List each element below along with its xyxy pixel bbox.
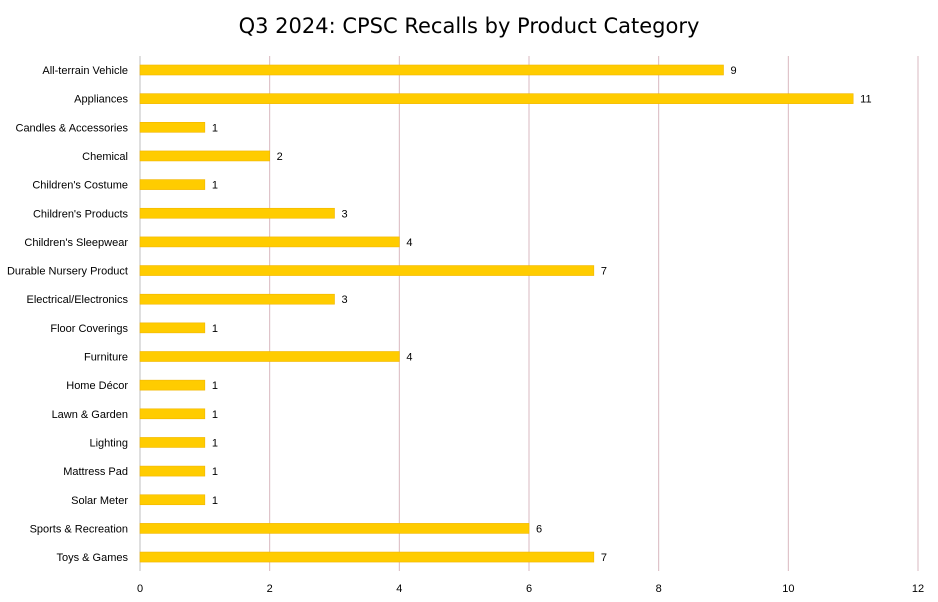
data-label: 1 xyxy=(212,380,218,392)
chart-title: Q3 2024: CPSC Recalls by Product Categor… xyxy=(239,14,700,38)
category-label: Floor Coverings xyxy=(50,323,128,335)
bar xyxy=(139,379,206,391)
x-tick-label: 12 xyxy=(912,583,924,595)
data-label: 1 xyxy=(212,495,218,507)
data-label: 4 xyxy=(406,237,412,249)
category-label: All-terrain Vehicle xyxy=(42,65,128,77)
data-label: 1 xyxy=(212,466,218,478)
x-tick-label: 2 xyxy=(267,583,273,595)
x-tick-label: 8 xyxy=(656,583,662,595)
data-label: 1 xyxy=(212,323,218,335)
bar xyxy=(139,351,400,362)
category-label: Lighting xyxy=(89,437,128,449)
data-label: 2 xyxy=(277,151,283,163)
bar xyxy=(139,293,335,305)
category-label: Children's Costume xyxy=(32,180,128,192)
value-axis: 0 2 4 6 8 10 12 xyxy=(137,583,924,595)
bar xyxy=(139,494,206,506)
category-label: Candles & Accessories xyxy=(16,122,129,134)
bar xyxy=(139,93,854,104)
category-label: Sports & Recreation xyxy=(30,523,128,535)
bar xyxy=(139,150,270,162)
data-label: 7 xyxy=(601,266,607,278)
bar xyxy=(139,64,724,76)
data-label: 1 xyxy=(212,437,218,449)
bar xyxy=(139,551,595,563)
bar xyxy=(139,322,206,334)
bars xyxy=(139,64,854,563)
category-label: Lawn & Garden xyxy=(52,409,128,421)
bar xyxy=(139,265,595,276)
bar xyxy=(139,465,206,477)
bar xyxy=(139,437,206,448)
x-tick-label: 4 xyxy=(396,583,402,595)
x-tick-label: 0 xyxy=(137,583,143,595)
category-label: Toys & Games xyxy=(56,552,128,564)
category-label: Children's Products xyxy=(33,208,129,220)
bar xyxy=(139,207,335,219)
category-label: Home Décor xyxy=(66,380,128,392)
bar xyxy=(139,236,400,248)
category-label: Electrical/Electronics xyxy=(27,294,129,306)
bar xyxy=(139,122,206,133)
data-label: 1 xyxy=(212,409,218,421)
category-label: Children's Sleepwear xyxy=(24,237,128,249)
category-label: Chemical xyxy=(82,151,128,163)
data-label: 9 xyxy=(731,65,737,77)
gridlines xyxy=(139,56,919,571)
data-label: 4 xyxy=(406,352,412,364)
category-label: Solar Meter xyxy=(71,495,128,507)
category-label: Mattress Pad xyxy=(63,466,128,478)
data-label: 3 xyxy=(342,294,348,306)
bar xyxy=(139,179,206,190)
data-label: 7 xyxy=(601,552,607,564)
category-label: Durable Nursery Product xyxy=(7,266,128,278)
data-label: 6 xyxy=(536,523,542,535)
bar xyxy=(139,408,206,420)
category-label: Furniture xyxy=(84,352,128,364)
x-tick-label: 10 xyxy=(782,583,794,595)
data-label: 1 xyxy=(212,180,218,192)
category-label: Appliances xyxy=(74,94,128,106)
data-label: 3 xyxy=(342,208,348,220)
bar xyxy=(139,523,530,534)
data-label: 11 xyxy=(860,94,871,106)
x-tick-label: 6 xyxy=(526,583,532,595)
data-label: 1 xyxy=(212,122,218,134)
